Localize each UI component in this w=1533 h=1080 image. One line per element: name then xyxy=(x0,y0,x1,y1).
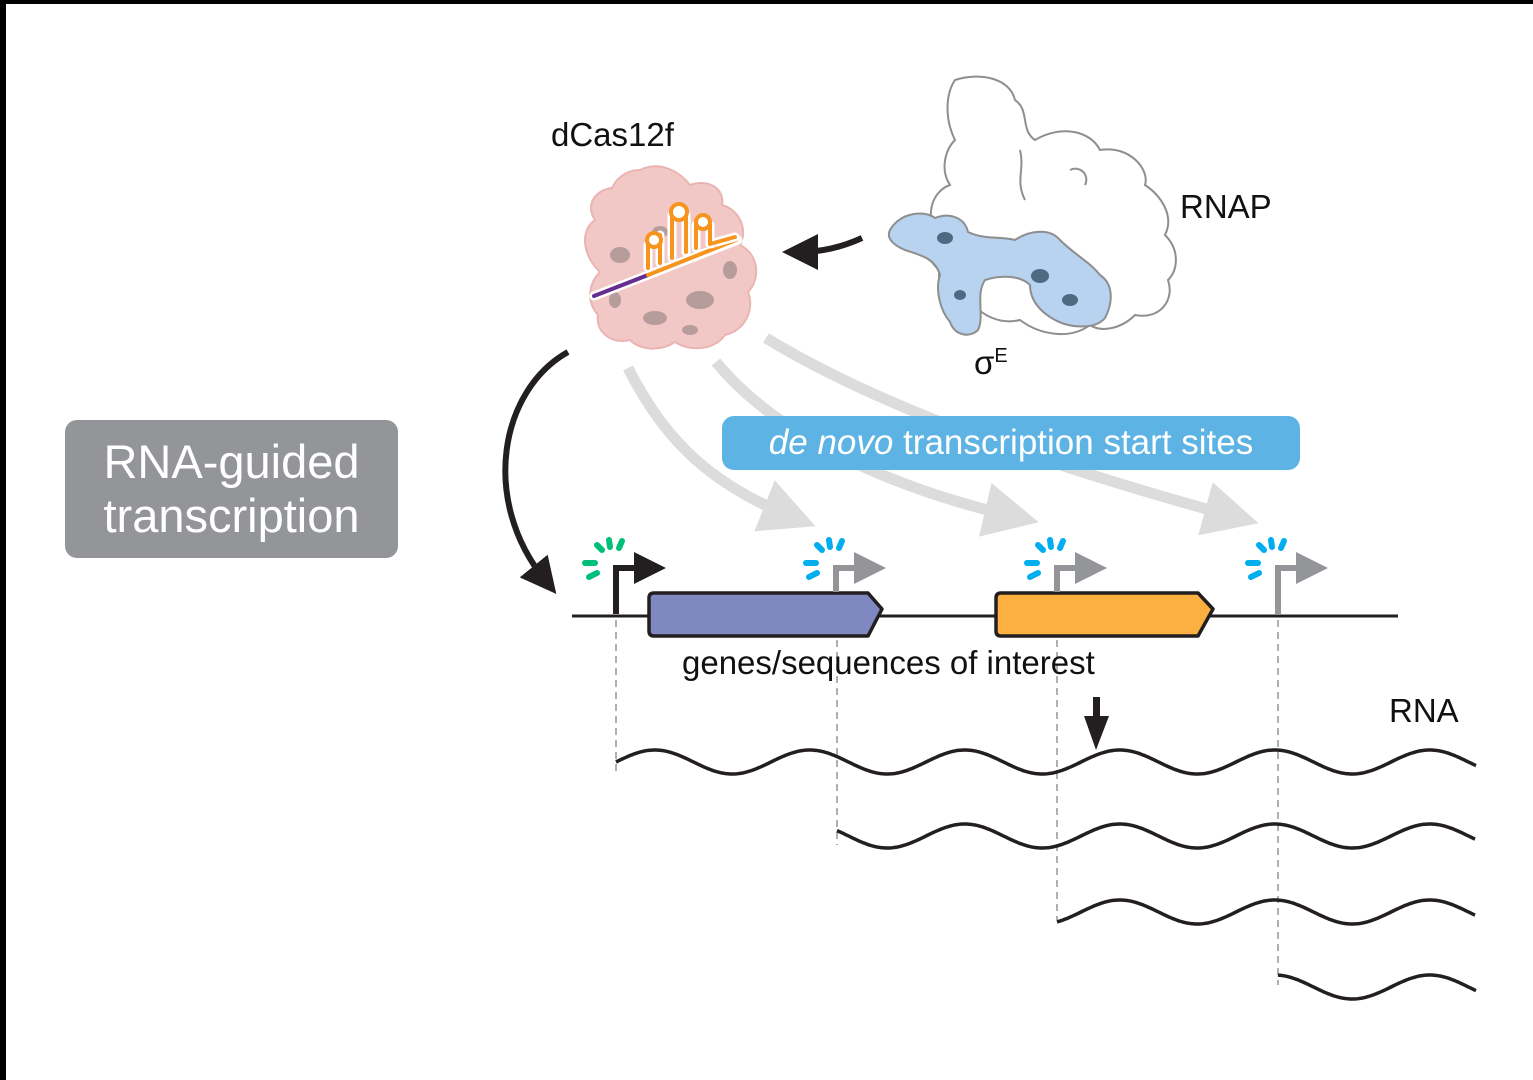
denovo-promoter-icon-3 xyxy=(1275,552,1328,614)
denovo-promoter-icon-1 xyxy=(833,552,886,592)
dcas12f-label: dCas12f xyxy=(551,116,674,153)
gene-2-box xyxy=(994,591,1215,638)
sigma-symbol: σ xyxy=(974,344,995,381)
figure-canvas: dCas12f RNAP σE RNA-guided transcription… xyxy=(6,4,1533,1080)
denovo-promoter-icon-2 xyxy=(1054,552,1107,592)
diagram-svg xyxy=(502,75,1477,1001)
rna-transcripts xyxy=(615,748,1477,1001)
gene-1-box xyxy=(647,591,884,638)
rnap-label: RNAP xyxy=(1180,188,1272,225)
sigma-superscript: E xyxy=(994,345,1008,367)
down-arrow-icon xyxy=(1084,697,1109,750)
rna-label: RNA xyxy=(1389,692,1459,729)
rna-guided-transcription-badge: RNA-guided transcription xyxy=(65,420,398,558)
badge-line-2: transcription xyxy=(103,489,360,542)
dashed-guides xyxy=(615,620,1279,985)
native-promoter-icon xyxy=(613,552,666,614)
guide-rna-icon xyxy=(589,202,743,301)
native-spark-icon xyxy=(582,537,625,580)
rna-transcript-1 xyxy=(615,748,1477,776)
rna-transcript-4 xyxy=(1277,973,1477,1001)
rna-transcript-3 xyxy=(1056,898,1476,926)
rna-transcript-2 xyxy=(836,822,1476,850)
tss-italic-text: de novo xyxy=(768,423,894,462)
denovo-tss-badge: de novo transcription start sites xyxy=(722,416,1300,470)
denovo-spark-icon-1 xyxy=(803,537,845,580)
genes-label: genes/sequences of interest xyxy=(682,644,1095,681)
denovo-spark-icon-3 xyxy=(1245,537,1287,580)
native-arrow xyxy=(502,349,570,594)
badge-line-1: RNA-guided xyxy=(103,435,360,488)
gray-arrow-1 xyxy=(623,365,816,532)
sigma-e-protein xyxy=(887,212,1112,336)
sigma-label: σE xyxy=(974,344,1008,382)
denovo-spark-icon-2 xyxy=(1024,537,1066,580)
tss-text: transcription start sites xyxy=(893,423,1254,462)
recruit-arrow xyxy=(782,233,864,270)
